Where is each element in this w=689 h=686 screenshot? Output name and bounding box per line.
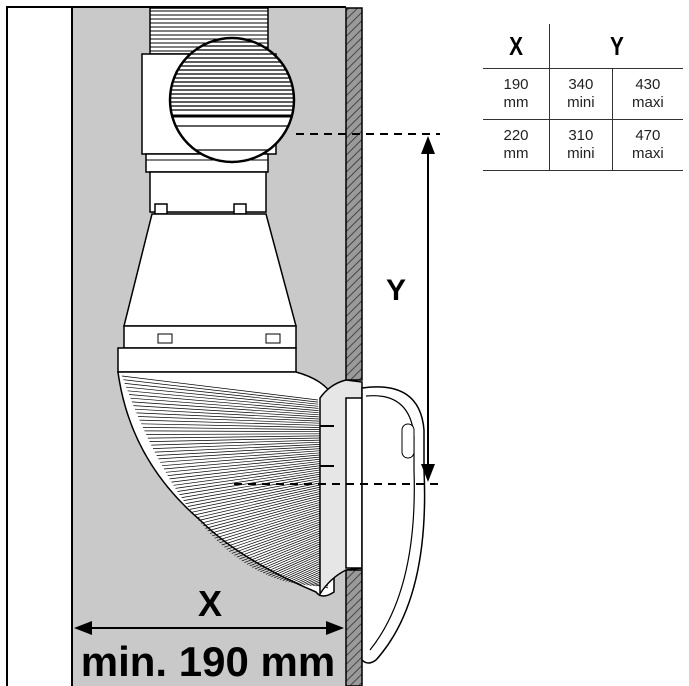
table-header-y: Y xyxy=(562,24,670,69)
y-dimension xyxy=(234,133,440,485)
table-row: 190 mm 340 mini 430 maxi xyxy=(483,68,683,120)
reducer-cone xyxy=(117,213,297,373)
dimension-table: X Y 190 mm 340 mini 430 maxi 220 mm xyxy=(483,24,683,171)
table-row: 220 mm 310 mini 470 maxi xyxy=(483,119,683,171)
x-dimension-label: X xyxy=(198,583,222,624)
frame-left-line xyxy=(6,6,8,686)
exterior-hood xyxy=(361,386,426,664)
table-cell-y-max: 430 maxi xyxy=(611,68,683,120)
wall-section xyxy=(345,7,363,686)
table-cell-y-min: 340 mini xyxy=(549,68,613,120)
table-cell-y-min: 310 mini xyxy=(549,119,613,171)
table-cell-y-max: 470 maxi xyxy=(611,119,683,171)
x-dimension xyxy=(74,621,344,635)
table-cell-x: 220 mm xyxy=(483,119,550,171)
wall-sleeve xyxy=(319,379,363,597)
y-dimension-label: Y xyxy=(386,274,406,307)
table-header-row: X Y xyxy=(483,24,683,69)
table-header-x: X xyxy=(489,24,543,69)
min-width-label: min. 190 mm xyxy=(81,638,335,685)
table-cell-x: 190 mm xyxy=(483,68,550,120)
flex-elbow xyxy=(117,371,335,597)
